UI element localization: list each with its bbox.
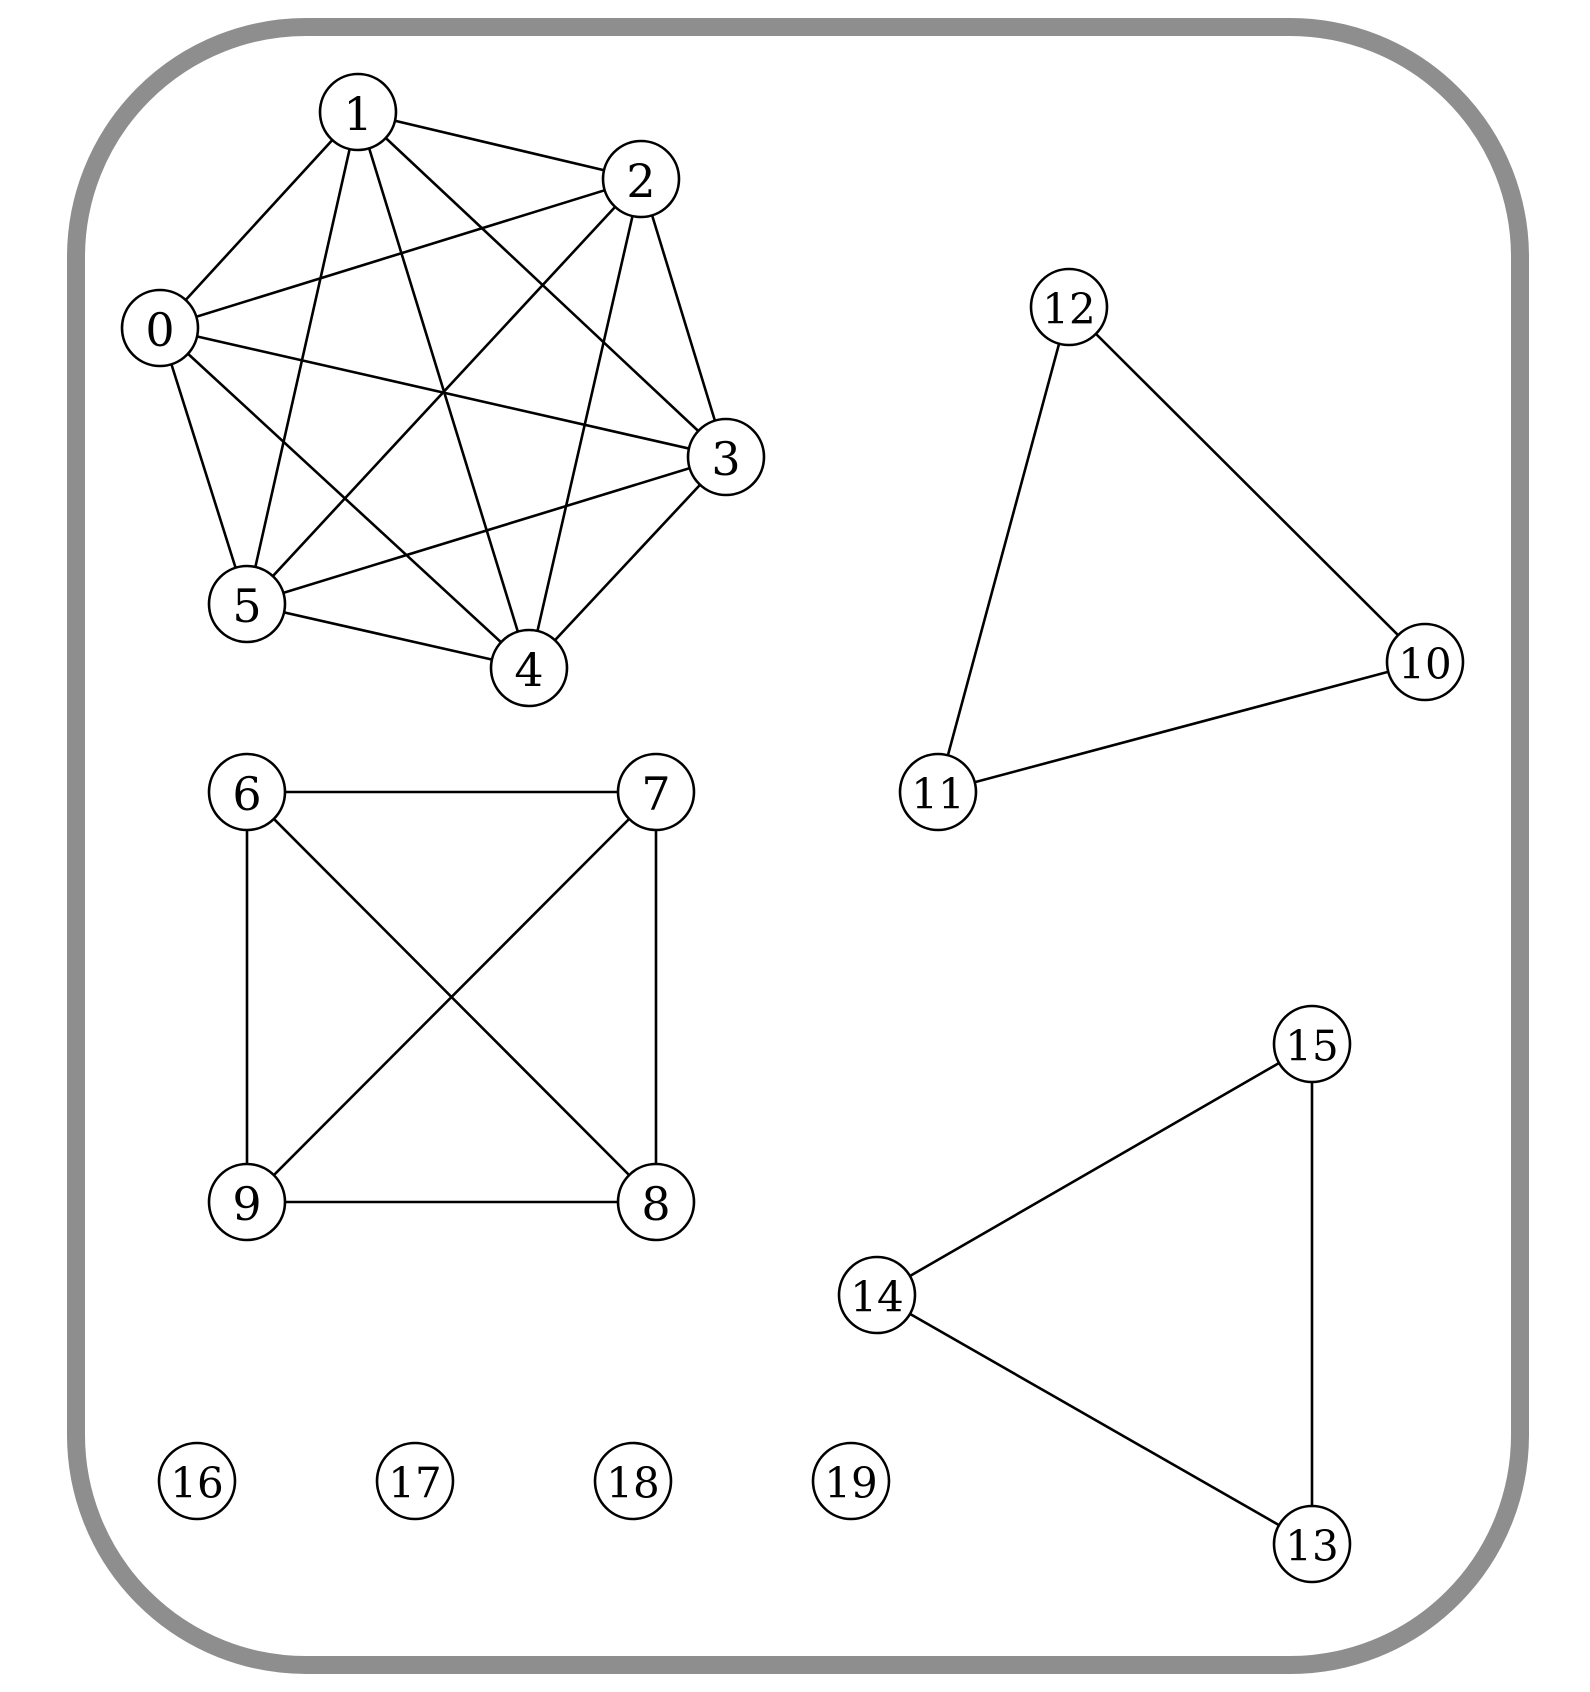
node-label-19: 19 xyxy=(824,1459,877,1508)
edge-10-12 xyxy=(1067,305,1427,664)
node-circle-2 xyxy=(601,139,681,219)
node-label-15: 15 xyxy=(1285,1022,1338,1071)
edge-2-3 xyxy=(639,177,728,459)
edge-2-5 xyxy=(245,177,643,606)
node-circle-15 xyxy=(1272,1004,1352,1084)
edge-1-5 xyxy=(245,110,360,606)
node-circle-4 xyxy=(489,628,569,708)
node-circle-8 xyxy=(616,1162,696,1242)
edge-1-2 xyxy=(356,110,643,181)
edge-layer xyxy=(158,110,1427,1546)
node-label-16: 16 xyxy=(170,1459,223,1508)
node-8: 8 xyxy=(616,1162,696,1242)
node-10: 10 xyxy=(1385,622,1465,702)
node-12: 12 xyxy=(1029,267,1109,347)
node-circle-10 xyxy=(1385,622,1465,702)
node-18: 18 xyxy=(593,1441,673,1521)
node-label-13: 13 xyxy=(1285,1522,1338,1571)
node-circle-3 xyxy=(686,417,766,497)
node-circle-17 xyxy=(375,1441,455,1521)
node-label-12: 12 xyxy=(1042,285,1095,334)
node-label-6: 6 xyxy=(232,767,261,821)
edge-11-12 xyxy=(936,305,1071,794)
edge-10-11 xyxy=(936,660,1427,794)
node-label-4: 4 xyxy=(514,643,543,697)
edge-3-5 xyxy=(245,455,728,606)
node-circle-0 xyxy=(120,288,200,368)
node-circle-12 xyxy=(1029,267,1109,347)
node-label-17: 17 xyxy=(388,1459,441,1508)
node-17: 17 xyxy=(375,1441,455,1521)
node-2: 2 xyxy=(601,139,681,219)
node-circle-11 xyxy=(898,752,978,832)
node-label-2: 2 xyxy=(626,154,655,208)
node-circle-5 xyxy=(207,564,287,644)
node-0: 0 xyxy=(120,288,200,368)
node-label-8: 8 xyxy=(641,1177,670,1231)
node-circle-9 xyxy=(207,1162,287,1242)
node-circle-7 xyxy=(616,752,696,832)
edge-0-5 xyxy=(158,326,249,606)
node-label-0: 0 xyxy=(145,303,174,357)
edge-14-15 xyxy=(875,1042,1314,1297)
node-16: 16 xyxy=(157,1441,237,1521)
graph-frame xyxy=(67,18,1529,1674)
node-13: 13 xyxy=(1272,1504,1352,1584)
edge-2-4 xyxy=(527,177,643,670)
node-circle-16 xyxy=(157,1441,237,1521)
edge-0-1 xyxy=(158,110,360,330)
node-9: 9 xyxy=(207,1162,287,1242)
node-15: 15 xyxy=(1272,1004,1352,1084)
node-5: 5 xyxy=(207,564,287,644)
node-11: 11 xyxy=(898,752,978,832)
edge-7-9 xyxy=(245,790,658,1204)
node-7: 7 xyxy=(616,752,696,832)
node-label-10: 10 xyxy=(1398,640,1451,689)
node-14: 14 xyxy=(837,1255,917,1335)
node-circle-6 xyxy=(207,752,287,832)
edge-13-14 xyxy=(875,1293,1314,1546)
node-label-9: 9 xyxy=(232,1177,261,1231)
edge-1-4 xyxy=(356,110,531,670)
node-3: 3 xyxy=(686,417,766,497)
node-label-5: 5 xyxy=(232,579,261,633)
node-label-11: 11 xyxy=(911,770,964,819)
edge-3-4 xyxy=(527,455,728,670)
node-circle-13 xyxy=(1272,1504,1352,1584)
node-circle-18 xyxy=(593,1441,673,1521)
node-circle-1 xyxy=(318,72,398,152)
node-label-3: 3 xyxy=(711,432,740,486)
node-4: 4 xyxy=(489,628,569,708)
node-circle-14 xyxy=(837,1255,917,1335)
node-19: 19 xyxy=(811,1441,891,1521)
node-6: 6 xyxy=(207,752,287,832)
node-1: 1 xyxy=(318,72,398,152)
node-label-14: 14 xyxy=(850,1273,903,1322)
node-label-7: 7 xyxy=(641,767,670,821)
node-circle-19 xyxy=(811,1441,891,1521)
edge-4-5 xyxy=(245,602,531,670)
node-label-1: 1 xyxy=(343,87,372,141)
node-label-18: 18 xyxy=(606,1459,659,1508)
